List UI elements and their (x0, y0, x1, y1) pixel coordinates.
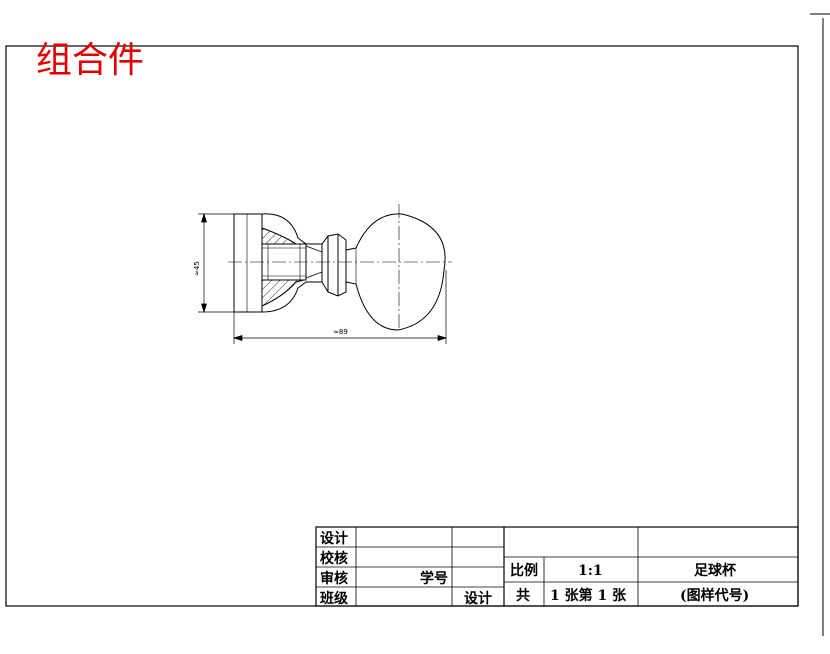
tb-label-design: 设计 (320, 530, 348, 547)
tb-student-no: 学号 (420, 570, 448, 587)
tb-sheet-count: 1 张第 1 张 (550, 587, 627, 604)
tb-part-name: 足球杯 (694, 562, 737, 579)
tb-label-check: 校核 (320, 550, 348, 567)
tb-design: 设计 (464, 590, 492, 607)
base-block (233, 213, 263, 313)
part-view (233, 213, 446, 331)
drawing-frame (5, 45, 799, 607)
centerlines (228, 204, 452, 330)
tb-drawing-code: (图样代号) (680, 587, 749, 604)
drawing-title: 组合件 (36, 40, 144, 81)
tb-total-label: 共 (516, 587, 530, 604)
dimension-height-label: ≈45 (193, 261, 201, 276)
dimension-height (198, 212, 234, 314)
tb-scale-value: 1:1 (578, 563, 603, 579)
tb-label-review: 审核 (320, 570, 348, 587)
tb-label-class: 班级 (320, 590, 349, 607)
tb-scale-label: 比例 (510, 562, 538, 579)
dimension-length (232, 270, 448, 344)
cup-profile (261, 213, 446, 331)
title-block (315, 526, 799, 607)
dimension-length-label: ≈89 (333, 328, 348, 336)
